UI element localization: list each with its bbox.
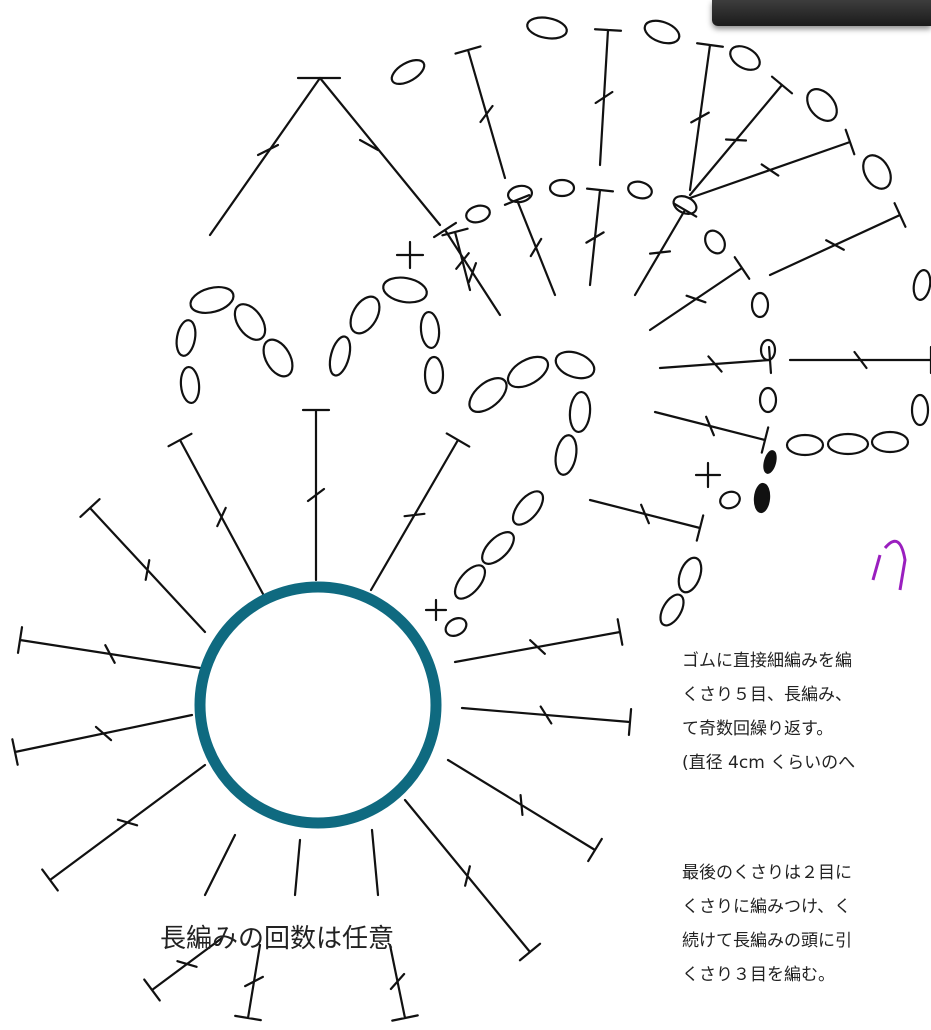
chain-stitch-symbol	[672, 195, 698, 215]
chain-stitch-symbol	[554, 434, 578, 476]
double-crochet-symbol	[653, 410, 770, 454]
double-crochet-symbol	[441, 227, 472, 292]
chain-stitch-symbol	[750, 291, 770, 319]
chain-stitch-symbol	[548, 178, 576, 198]
double-crochet-symbol	[648, 256, 751, 332]
chain-stitch-symbol	[507, 184, 533, 204]
single-crochet-symbol	[694, 461, 722, 489]
chain-stitch-symbol	[465, 204, 491, 224]
chain-stitch-symbol	[785, 433, 825, 457]
single-crochet-symbol	[395, 240, 425, 270]
chain-stitch-symbol	[677, 556, 703, 594]
chain-stitch-symbol	[912, 269, 931, 301]
chain-stitch-symbol	[526, 16, 568, 40]
chain-stitch-symbol	[806, 88, 838, 122]
stitch-line	[208, 76, 322, 237]
double-crochet-symbol	[143, 936, 224, 1002]
double-crochet-symbol	[369, 432, 471, 592]
note-line-3: て奇数回繰り返す。	[682, 719, 834, 739]
note-line-6: くさりに編みつけ、く	[682, 897, 852, 917]
chain-stitch-symbol	[870, 430, 910, 454]
chain-stitch-symbol	[189, 285, 235, 315]
stitch-slash	[256, 138, 380, 157]
chain-stitch-symbol	[468, 377, 508, 413]
double-crochet-symbol	[388, 943, 419, 1022]
chain-stitch-symbol	[382, 276, 428, 304]
handwriting-mark	[871, 539, 907, 591]
chain-stitch-symbol	[753, 482, 771, 514]
double-crochet-symbol	[432, 221, 502, 317]
chain-stitch-symbol	[179, 365, 201, 405]
chain-stitch-symbol	[704, 229, 726, 255]
chain-stitch-symbol	[511, 490, 545, 526]
double-crochet-symbol	[588, 498, 705, 542]
double-crochet-symbol	[403, 798, 542, 962]
chain-stitch-symbol	[627, 180, 653, 200]
chain-stitch-symbol	[175, 319, 197, 357]
double-crochet-symbol	[503, 194, 557, 297]
note-line-8: くさり３目を編む。	[682, 965, 835, 985]
double-crochet-symbol	[688, 75, 794, 197]
center-label: 長編みの回数は任意	[160, 924, 395, 954]
chain-stitch-symbol	[453, 564, 487, 600]
chain-stitch-symbol	[262, 338, 294, 378]
chain-stitch-symbol	[910, 393, 930, 427]
double-crochet-symbol	[688, 42, 724, 192]
double-crochet-symbol	[446, 758, 603, 863]
double-crochet-symbol	[633, 202, 698, 297]
double-crochet-symbol	[593, 28, 623, 167]
chain-stitch-symbol	[659, 593, 685, 627]
stitch-line	[318, 76, 442, 227]
chain-stitch-symbol	[729, 45, 761, 71]
chain-stitch-symbol	[758, 386, 778, 414]
stitch-line	[293, 838, 302, 897]
chain-stitch-symbol	[862, 154, 892, 190]
chain-stitch-symbol	[444, 617, 468, 637]
stitch-line	[203, 833, 237, 897]
double-crochet-symbol	[585, 187, 615, 287]
chain-stitch-symbol	[763, 450, 777, 474]
double-crochet-symbol	[460, 705, 633, 737]
chain-stitch-symbol	[554, 350, 596, 380]
double-crochet-symbol	[454, 45, 507, 180]
chain-stitch-symbol	[328, 335, 352, 377]
chain-stitch-symbol	[643, 19, 681, 45]
double-crochet-symbol	[234, 943, 264, 1022]
double-crochet-symbol	[768, 202, 907, 277]
double-crochet-symbol	[167, 432, 265, 596]
chain-stitch-symbol	[423, 355, 445, 395]
chain-stitch-symbol	[826, 432, 870, 456]
chain-stitch-symbol	[719, 490, 741, 510]
chain-stitch-symbol	[419, 310, 441, 350]
note-line-1: ゴムに直接細編みを編	[682, 651, 852, 671]
double-crochet-symbol	[301, 408, 331, 582]
double-crochet-symbol	[11, 713, 194, 766]
chain-stitch-symbol	[349, 295, 381, 335]
double-crochet-symbol	[41, 763, 207, 892]
elastic-ring	[194, 581, 442, 829]
double-crochet-symbol	[688, 128, 856, 200]
chain-stitch-symbol	[759, 338, 777, 362]
chain-stitch-symbol	[481, 531, 515, 565]
chain-stitch-symbol	[233, 303, 267, 341]
double-crochet-symbol	[79, 498, 207, 634]
window-corner-bar	[712, 0, 931, 26]
double-crochet-symbol	[16, 626, 202, 670]
note-line-4: (直径 4cm くらいのへ	[682, 753, 856, 773]
single-crochet-symbol	[424, 598, 448, 622]
note-line-2: くさり５目、長編み、	[682, 685, 852, 705]
double-crochet-symbol	[658, 345, 773, 375]
chain-stitch-symbol	[390, 58, 426, 86]
chain-stitch-symbol	[506, 355, 550, 389]
note-line-5: 最後のくさりは２目に	[682, 863, 852, 883]
double-crochet-symbol	[788, 345, 931, 375]
note-line-7: 続けて長編みの頭に引	[682, 931, 852, 951]
double-crochet-symbol	[453, 618, 624, 664]
chain-stitch-symbol	[568, 390, 592, 434]
stitch-line	[370, 828, 380, 897]
